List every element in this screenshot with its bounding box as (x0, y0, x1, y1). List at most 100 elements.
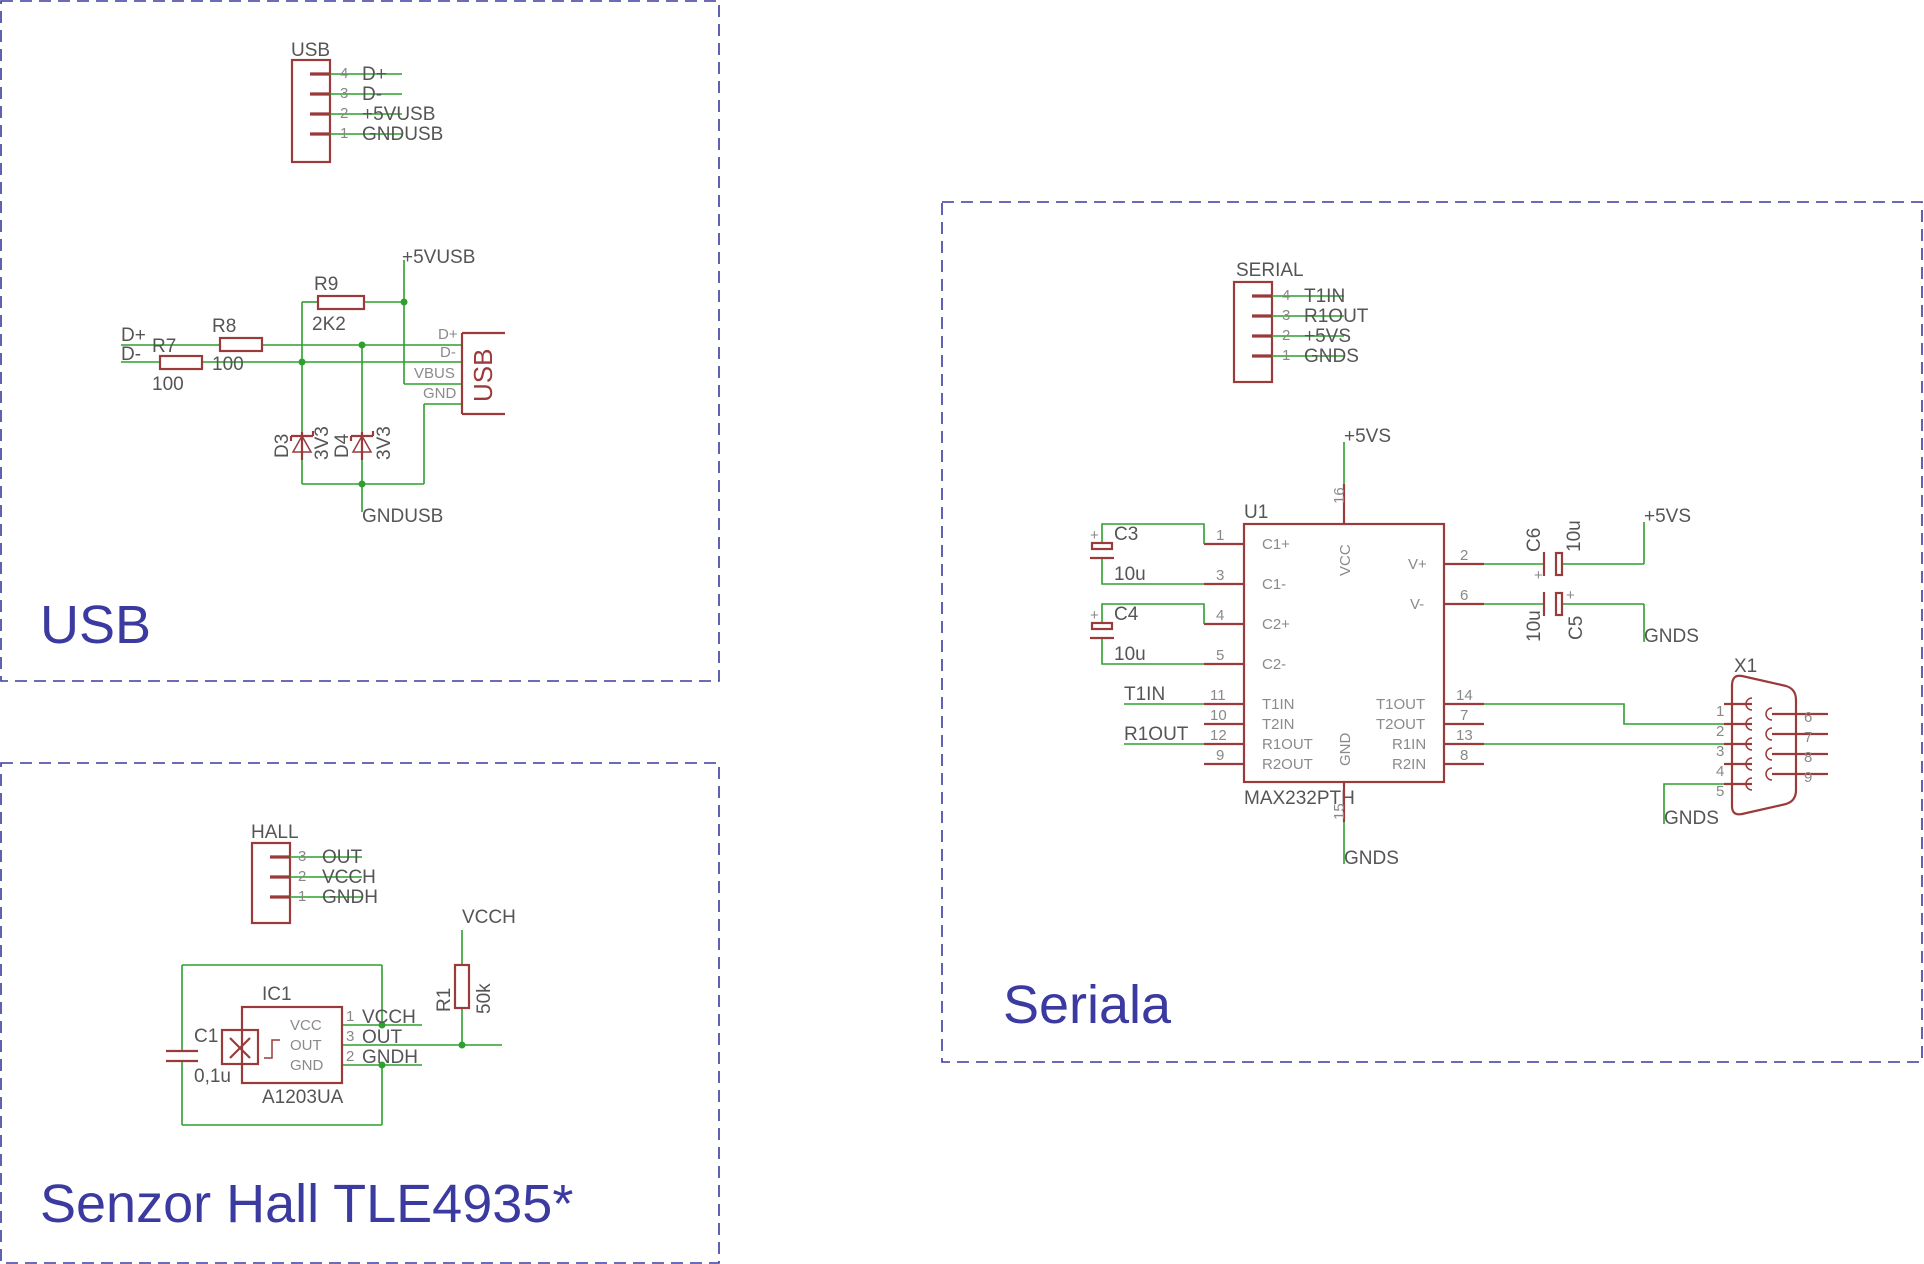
ic1-net: VCCH (362, 1007, 416, 1028)
serial-header-net: +5VS (1304, 326, 1351, 347)
x1-pin-number: 2 (1716, 723, 1724, 740)
usb-connector-label: USB (468, 349, 498, 402)
r1-name: R1 (434, 988, 455, 1012)
hall-sensor-circuit: IC1 VCC OUT GND 1 3 2 VCCH OUT GNDH A120… (166, 907, 516, 1126)
u1-pin-number: 15 (1331, 803, 1348, 820)
usb-connector: D+ D- VBUS GND USB (414, 326, 505, 416)
net-label-gnds-2: GNDS (1644, 626, 1699, 647)
usb-frame (0, 0, 720, 682)
usb-conn-pin: D- (440, 344, 456, 361)
net-label-dplus: D+ (121, 325, 146, 346)
usb-header-pin: 2 (340, 105, 348, 122)
c5-name: C5 (1566, 616, 1587, 640)
zener-d3: D3 3V3 (272, 426, 333, 460)
r7-value: 100 (152, 374, 184, 395)
u1-pin-number: 4 (1216, 607, 1224, 624)
hall-header-net: GNDH (322, 887, 378, 908)
net-label-t1in: T1IN (1124, 684, 1165, 705)
net-label-5vusb: +5VUSB (402, 247, 475, 268)
r8-name: R8 (212, 316, 236, 337)
x1-pin-number: 7 (1804, 729, 1812, 746)
capacitor-c1: C1 0,1u (166, 1026, 231, 1087)
u1-pin-number: 14 (1456, 687, 1473, 704)
u1-pin-number: 13 (1456, 727, 1473, 744)
ic1-net: OUT (362, 1027, 403, 1048)
r1-value: 50k (474, 983, 495, 1014)
hall-header-pin: 1 (298, 888, 306, 905)
hall-header-name: HALL (251, 822, 299, 843)
c1-name: C1 (194, 1026, 218, 1047)
ic1-pin-number: 1 (346, 1008, 354, 1025)
u1-pin-name: R2OUT (1262, 756, 1313, 773)
capacitor-c6: + C6 10u (1524, 520, 1585, 584)
u1-pin-name: C1+ (1262, 536, 1290, 553)
x1-pin-number: 4 (1716, 763, 1724, 780)
hall-header-net: VCCH (322, 867, 376, 888)
u1-pin-name: T1IN (1262, 696, 1295, 713)
ic1-pin-number: 3 (346, 1028, 354, 1045)
u1-pin-number: 12 (1210, 727, 1227, 744)
x1-pin-number: 3 (1716, 743, 1724, 760)
u1-pin-number: 1 (1216, 527, 1224, 544)
c5-value: 10u (1524, 610, 1545, 642)
u1-pin-number: 6 (1460, 587, 1468, 604)
hall-block-title: Senzor Hall TLE4935* (40, 1174, 573, 1234)
u1-pin-number: 8 (1460, 747, 1468, 764)
usb-header-name: USB (291, 40, 330, 61)
ic1-part: A1203UA (262, 1087, 344, 1108)
usb-header-net: GNDUSB (362, 124, 443, 145)
ic1-net: GNDH (362, 1047, 418, 1068)
usb-header-net: D- (362, 84, 382, 105)
net-label-5vs-2: +5VS (1644, 506, 1691, 527)
d3-value: 3V3 (312, 426, 333, 460)
u1-pin-name: C2+ (1262, 616, 1290, 633)
resistor-r1: R1 50k (434, 963, 495, 1014)
usb-header: USB 4 3 2 1 D+ D- +5VUSB GNDUSB (290, 40, 443, 164)
r9-value: 2K2 (312, 314, 346, 335)
u1-pin-name: R2IN (1392, 756, 1426, 773)
capacitor-c5: + 10u C5 (1524, 587, 1587, 642)
svg-text:+: + (1090, 607, 1099, 624)
hall-header-net: OUT (322, 847, 363, 868)
u1-pin-name: GND (1337, 733, 1354, 767)
serial-header-pin: 1 (1282, 347, 1290, 364)
capacitor-c3: + C3 10u (1090, 524, 1146, 585)
c3-value: 10u (1114, 564, 1146, 585)
c6-name: C6 (1524, 528, 1545, 552)
u1-part: MAX232PTH (1244, 788, 1355, 809)
r7-name: R7 (152, 336, 176, 357)
u1-pin-number: 7 (1460, 707, 1468, 724)
x1-pin-number: 8 (1804, 749, 1812, 766)
d4-value: 3V3 (374, 426, 395, 460)
u1-pin-name: T2OUT (1376, 716, 1425, 733)
serial-header-net: R1OUT (1304, 306, 1369, 327)
serial-header-pin: 2 (1282, 327, 1290, 344)
zener-d4: D4 3V3 (332, 426, 395, 460)
capacitor-c4: + C4 10u (1090, 604, 1146, 665)
u1-max232: U1 MAX232PTH 16 VCC 15 GND 1 3 4 5 11 10… (1204, 442, 1484, 864)
net-label-dminus: D- (121, 344, 141, 365)
ic1-pin-name: GND (290, 1057, 324, 1074)
hall-header-pin: 3 (298, 848, 306, 865)
net-label-gndusb: GNDUSB (362, 506, 443, 527)
x1-pin-number: 5 (1716, 783, 1724, 800)
serial-header-net: GNDS (1304, 346, 1359, 367)
u1-name: U1 (1244, 502, 1268, 523)
serial-header-pin: 4 (1282, 287, 1290, 304)
usb-conn-pin: VBUS (414, 365, 455, 382)
x1-name: X1 (1734, 656, 1757, 677)
d3-name: D3 (272, 434, 293, 458)
d4-name: D4 (332, 433, 353, 458)
usb-header-pin: 3 (340, 85, 348, 102)
usb-header-pin: 1 (340, 125, 348, 142)
svg-text:+: + (1534, 567, 1543, 584)
ic1-a1203ua: IC1 VCC OUT GND 1 3 2 VCCH OUT GNDH A120… (220, 984, 418, 1108)
db9-connector-x1: X1 1 2 3 4 5 6 7 8 9 (1716, 656, 1828, 816)
c1-value: 0,1u (194, 1066, 231, 1087)
hall-header-pin: 2 (298, 868, 306, 885)
usb-conn-pin: GND (423, 385, 457, 402)
usb-conn-pin: D+ (438, 326, 458, 343)
serial-header: SERIAL 4 3 2 1 T1IN R1OUT +5VS GNDS (1232, 260, 1369, 384)
ic1-pin-name: OUT (290, 1037, 322, 1054)
